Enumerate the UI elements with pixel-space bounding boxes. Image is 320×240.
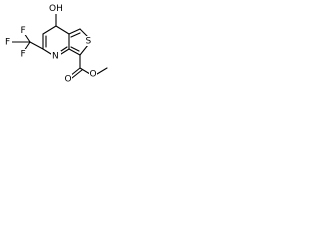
bond-carbonyl-ester-o (79, 67, 91, 75)
carbonyl-oxygen-label: O (65, 75, 72, 85)
atom-labels: OH S N F F F O O (4, 3, 97, 85)
bond-c4a-c5-double (70, 32, 81, 38)
bond-s-c7 (79, 44, 89, 56)
fluorine-top-label: F (21, 26, 26, 36)
fluorine-left-label: F (5, 38, 10, 48)
bond-c7-c7a (68, 48, 81, 56)
nitrogen-label: N (52, 52, 59, 62)
bond-carbonyl-o-double-2 (71, 69, 83, 79)
bond-n1-c7a (60, 48, 70, 55)
bond-c4-c4a (55, 25, 70, 35)
hydroxyl-label: OH (49, 4, 63, 14)
thiophene-ring-bonds (68, 28, 89, 56)
ester-oxygen-label: O (90, 70, 97, 80)
bond-c4-c3 (42, 25, 57, 35)
fluorine-bottom-label: F (21, 50, 26, 60)
pyridine-ring-bonds (42, 25, 70, 55)
bond-c2-n1 (42, 48, 52, 55)
sulfur-label: S (86, 37, 92, 47)
bond-ester-o-methyl (96, 67, 108, 75)
bond-c4a-c5 (68, 28, 81, 35)
bond-n1-c7a-double (60, 46, 68, 52)
bond-c7-c7a-double (70, 46, 80, 52)
bond-c2-cf3 (29, 41, 44, 50)
chemical-structure: OH S N F F F O O (4, 3, 108, 85)
bond-c5-s (79, 28, 89, 38)
molecule-canvas: OH S N F F F O O (0, 0, 116, 99)
